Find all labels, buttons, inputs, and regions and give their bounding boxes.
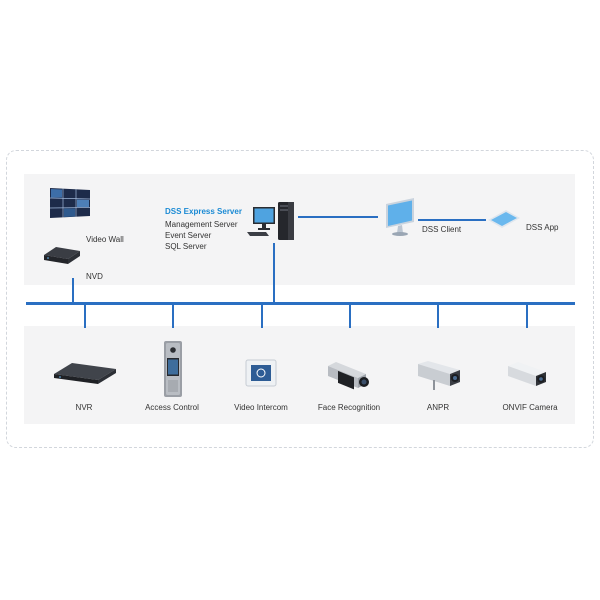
server-role-sql: SQL Server: [165, 242, 207, 251]
device-label-nvr: NVR: [75, 403, 93, 412]
video-intercom-icon: [245, 359, 277, 387]
server-role-management: Management Server: [165, 220, 238, 229]
device-panel: [24, 326, 575, 424]
device-label-onvif-camera: ONVIF Camera: [502, 403, 558, 412]
management-panel: [24, 174, 575, 285]
onvif-camera-link: [526, 305, 528, 328]
dss-app-phone-icon: [488, 210, 520, 228]
dss-client-label: DSS Client: [422, 225, 462, 234]
diagram-frame: [6, 150, 594, 448]
network-bus: [26, 302, 575, 305]
access-control-link: [172, 305, 174, 328]
server-title: DSS Express Server: [165, 207, 242, 216]
face-recognition-link: [349, 305, 351, 328]
nvr-icon: [54, 363, 116, 384]
dss-app-label: DSS App: [526, 223, 559, 232]
anpr-camera-icon: [418, 361, 460, 390]
dss-client-monitor-icon: [386, 198, 414, 236]
nvd-label: NVD: [86, 272, 103, 281]
server-link: [273, 243, 275, 303]
device-label-access-control: Access Control: [145, 403, 199, 412]
app-link: [418, 219, 486, 221]
device-label-anpr: ANPR: [426, 403, 450, 412]
nvd-icon: [44, 247, 80, 264]
device-label-video-intercom: Video Intercom: [234, 403, 288, 412]
video-wall-label: Video Wall: [86, 235, 124, 244]
access-control-icon: [164, 341, 182, 397]
face-recognition-camera-icon: [328, 362, 369, 390]
anpr-link: [437, 305, 439, 328]
client-link: [298, 216, 378, 218]
video-intercom-link: [261, 305, 263, 328]
nvd-link: [72, 278, 74, 303]
device-label-face-recognition: Face Recognition: [317, 403, 381, 412]
nvr-link: [84, 305, 86, 328]
onvif-camera-icon: [508, 362, 546, 386]
video-wall-icon: [49, 188, 91, 218]
server-workstation-icon: [247, 202, 294, 240]
server-role-event: Event Server: [165, 231, 212, 240]
